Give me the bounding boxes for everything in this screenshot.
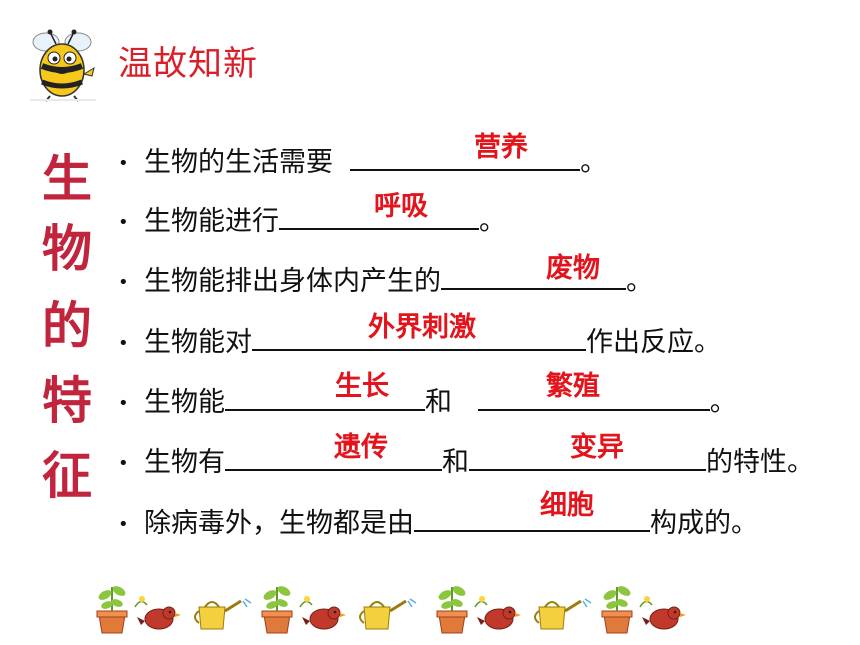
bird-icon bbox=[639, 595, 687, 630]
answer-text: 变异 bbox=[570, 432, 624, 463]
item-text: 。 bbox=[626, 266, 653, 297]
bullet-icon: • bbox=[118, 272, 129, 293]
answer-text: 呼吸 bbox=[374, 191, 428, 222]
item-text: 生物的生活需要 bbox=[144, 147, 333, 178]
fill-blank-item: • 生物能对 作出反应。 bbox=[118, 320, 721, 359]
answer-blank bbox=[441, 264, 626, 290]
answer-text: 营养 bbox=[474, 132, 528, 163]
fill-blank-item: • 生物有 和 的特性。 bbox=[118, 440, 814, 479]
item-text: 的特性。 bbox=[706, 447, 814, 478]
item-text: 生物能排出身体内产生的 bbox=[144, 266, 441, 297]
fill-blank-item: • 生物能排出身体内产生的 。 bbox=[118, 259, 653, 298]
bullet-icon: • bbox=[118, 393, 129, 414]
side-title-char: 物 bbox=[42, 220, 92, 278]
fill-blank-item: • 除病毒外，生物都是由 构成的。 bbox=[118, 501, 758, 540]
bullet-icon: • bbox=[118, 514, 129, 535]
watering-can-icon bbox=[533, 597, 593, 631]
answer-blank bbox=[477, 385, 710, 411]
potted-plant-icon bbox=[600, 583, 634, 634]
item-text: 除病毒外，生物都是由 bbox=[144, 508, 414, 539]
answer-text: 繁殖 bbox=[546, 371, 600, 402]
item-text: 和 bbox=[425, 387, 452, 418]
fill-blank-item: • 生物能 和 。 bbox=[118, 380, 737, 419]
potted-plant-icon bbox=[95, 583, 129, 634]
item-text: 作出反应。 bbox=[586, 327, 721, 358]
answer-text: 细胞 bbox=[540, 490, 594, 521]
divider bbox=[30, 99, 96, 101]
decorative-border bbox=[95, 583, 687, 634]
item-text: 。 bbox=[479, 206, 506, 237]
section-title: 温故知新 bbox=[118, 44, 258, 84]
answer-blank bbox=[469, 445, 706, 471]
bird-icon bbox=[134, 595, 182, 630]
answer-blank bbox=[225, 385, 425, 411]
bee-mascot-icon bbox=[32, 29, 95, 102]
answer-blank bbox=[350, 145, 581, 171]
answer-text: 遗传 bbox=[334, 432, 388, 463]
bullet-icon: • bbox=[118, 453, 129, 474]
item-text: 。 bbox=[709, 387, 737, 418]
bird-icon bbox=[299, 595, 347, 630]
item-text: 生物能对 bbox=[144, 327, 252, 358]
side-title-char: 特 bbox=[42, 372, 92, 430]
fill-blank-item: • 生物的生活需要 。 bbox=[118, 140, 607, 179]
answer-blank bbox=[414, 506, 650, 532]
bullet-icon: • bbox=[118, 333, 129, 354]
item-text: 构成的。 bbox=[650, 508, 758, 539]
bird-icon bbox=[474, 595, 522, 630]
potted-plant-icon bbox=[260, 583, 294, 634]
item-text: 生物能 bbox=[144, 387, 225, 418]
answer-blank bbox=[252, 325, 586, 351]
answer-blank bbox=[225, 445, 442, 471]
side-title-char: 的 bbox=[42, 297, 92, 355]
watering-can-icon bbox=[358, 597, 418, 631]
answer-text: 废物 bbox=[546, 253, 600, 284]
bullet-icon: • bbox=[118, 153, 129, 174]
bullet-icon: • bbox=[118, 212, 129, 233]
answer-blank bbox=[279, 204, 479, 230]
potted-plant-icon bbox=[435, 583, 469, 634]
side-title-char: 征 bbox=[42, 447, 92, 505]
answer-text: 生长 bbox=[335, 371, 389, 402]
fill-blank-item: • 生物能进行 。 bbox=[118, 199, 506, 238]
item-text: 和 bbox=[442, 447, 469, 478]
item-text: 。 bbox=[580, 147, 608, 178]
item-text: 生物有 bbox=[144, 447, 225, 478]
answer-text: 外界刺激 bbox=[368, 312, 476, 343]
watering-can-icon bbox=[193, 597, 253, 631]
side-title-char: 生 bbox=[42, 150, 92, 208]
item-text: 生物能进行 bbox=[144, 206, 279, 237]
